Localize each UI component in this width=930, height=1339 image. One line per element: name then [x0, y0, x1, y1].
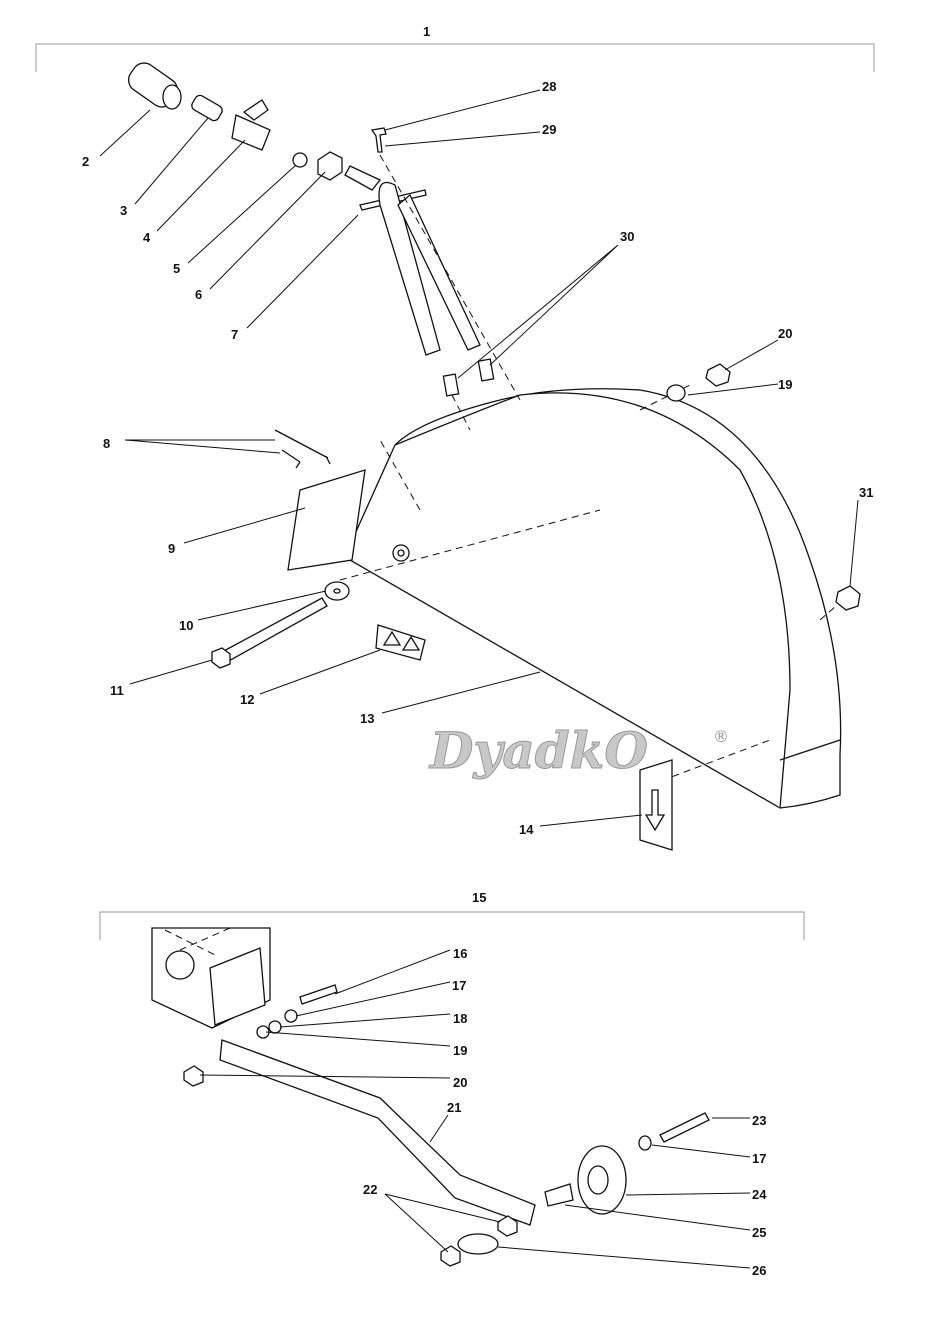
label-9: 9 — [168, 541, 175, 556]
lower-assembly — [151, 927, 710, 1267]
label-12: 12 — [240, 692, 254, 707]
label-11: 11 — [110, 683, 124, 698]
label-20-lower: 20 — [453, 1075, 467, 1090]
watermark-logo: DyadkO ® — [428, 721, 730, 781]
label-17-lower: 17 — [752, 1151, 766, 1166]
label-19: 19 — [778, 377, 792, 392]
label-19-lower: 19 — [453, 1043, 467, 1058]
label-4: 4 — [143, 230, 151, 245]
blade-guard — [339, 384, 846, 809]
label-31: 31 — [859, 485, 873, 500]
label-25: 25 — [752, 1225, 766, 1240]
label-30: 30 — [620, 229, 634, 244]
part-number-labels: 2 3 4 5 6 7 28 29 30 20 19 31 8 9 10 11 … — [82, 79, 873, 1278]
label-29: 29 — [542, 122, 556, 137]
label-7: 7 — [231, 327, 238, 342]
label-26: 26 — [752, 1263, 766, 1278]
label-20: 20 — [778, 326, 792, 341]
leader-lines — [99, 89, 859, 1269]
label-16: 16 — [453, 946, 467, 961]
label-24: 24 — [752, 1187, 767, 1202]
upper-group-label: 1 — [423, 24, 430, 39]
water-assembly — [127, 62, 521, 431]
upper-group-bracket — [35, 43, 875, 72]
label-23: 23 — [752, 1113, 766, 1128]
label-3: 3 — [120, 203, 127, 218]
label-2: 2 — [82, 154, 89, 169]
label-8: 8 — [103, 436, 110, 451]
label-5: 5 — [173, 261, 180, 276]
svg-text:®: ® — [713, 727, 729, 746]
label-21: 21 — [447, 1100, 461, 1115]
label-22: 22 — [363, 1182, 377, 1197]
label-17: 17 — [452, 978, 466, 993]
label-14: 14 — [519, 822, 534, 837]
label-28: 28 — [542, 79, 556, 94]
lower-group-bracket — [99, 911, 805, 940]
label-18: 18 — [453, 1011, 467, 1026]
label-6: 6 — [195, 287, 202, 302]
label-13: 13 — [360, 711, 374, 726]
svg-text:DyadkO: DyadkO — [428, 721, 648, 780]
small-parts-upper — [211, 363, 861, 851]
lower-group-label: 15 — [472, 890, 486, 905]
label-10: 10 — [179, 618, 193, 633]
